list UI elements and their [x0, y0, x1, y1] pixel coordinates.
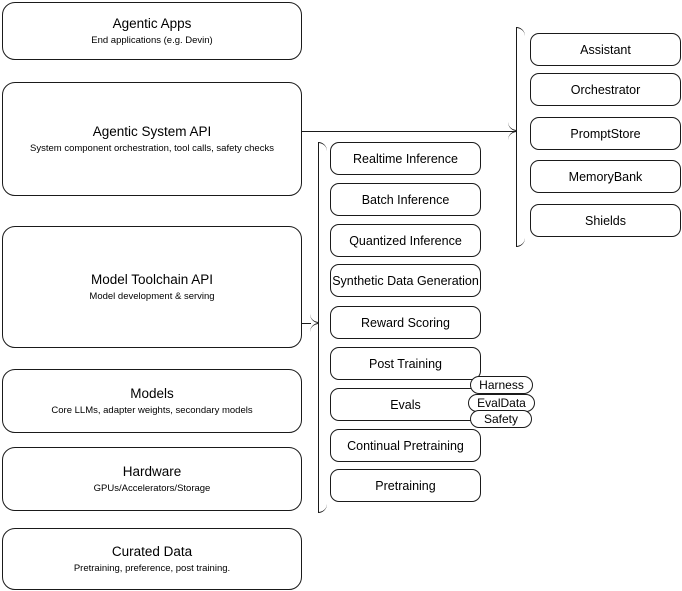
toolchain-reward-scoring[interactable]: Reward Scoring [330, 306, 481, 339]
component-label: Assistant [580, 42, 631, 57]
toolchain-label: Post Training [369, 356, 442, 371]
layer-title: Curated Data [111, 543, 193, 559]
layer-hardware[interactable]: Hardware GPUs/Accelerators/Storage [2, 447, 302, 511]
component-orchestrator[interactable]: Orchestrator [530, 73, 681, 106]
toolchain-label: Quantized Inference [349, 233, 462, 248]
toolchain-label: Reward Scoring [361, 315, 450, 330]
toolchain-continual-pretraining[interactable]: Continual Pretraining [330, 429, 481, 462]
layer-title: Hardware [122, 463, 182, 479]
component-label: PromptStore [570, 126, 641, 141]
toolchain-synthetic-data-generation[interactable]: Synthetic Data Generation [330, 264, 481, 297]
evals-subcomponent-label: Safety [483, 412, 519, 426]
evals-subcomponent-label: Harness [479, 378, 524, 392]
brace-cap-bottom [516, 238, 525, 247]
brace-nib-lower [310, 323, 319, 332]
layer-subtitle: GPUs/Accelerators/Storage [93, 482, 211, 494]
brace-cap-top [318, 142, 327, 151]
component-label: Orchestrator [570, 82, 641, 97]
brace-nib-upper [508, 122, 517, 131]
layer-subtitle: Model development & serving [89, 290, 215, 302]
toolchain-quantized-inference[interactable]: Quantized Inference [330, 224, 481, 257]
layer-subtitle: End applications (e.g. Devin) [91, 34, 213, 46]
toolchain-label: Continual Pretraining [347, 438, 464, 453]
layer-subtitle: Pretraining, preference, post training. [73, 562, 231, 574]
brace-nib-upper [310, 314, 319, 323]
brace-system-components [508, 27, 526, 247]
toolchain-label: Batch Inference [361, 192, 450, 207]
toolchain-label: Synthetic Data Generation [332, 273, 479, 288]
layer-models[interactable]: Models Core LLMs, adapter weights, secon… [2, 369, 302, 433]
brace-toolchain-components [310, 142, 328, 513]
toolchain-post-training[interactable]: Post Training [330, 347, 481, 380]
component-label: MemoryBank [568, 169, 643, 184]
brace-cap-bottom [318, 504, 327, 513]
layer-title: Agentic Apps [112, 15, 192, 31]
toolchain-pretraining[interactable]: Pretraining [330, 469, 481, 502]
toolchain-label: Realtime Inference [353, 151, 458, 166]
layer-agentic-system-api[interactable]: Agentic System API System component orch… [2, 82, 302, 196]
toolchain-label: Pretraining [375, 478, 436, 493]
component-memorybank[interactable]: MemoryBank [530, 160, 681, 193]
layer-subtitle: System component orchestration, tool cal… [30, 142, 274, 154]
component-shields[interactable]: Shields [530, 204, 681, 237]
toolchain-batch-inference[interactable]: Batch Inference [330, 183, 481, 216]
connector-agentic-system-api-to-components [302, 131, 516, 132]
evals-subcomponent-harness[interactable]: Harness [470, 376, 533, 394]
component-promptstore[interactable]: PromptStore [530, 117, 681, 150]
layer-title: Agentic System API [92, 123, 212, 139]
brace-nib-lower [508, 131, 517, 140]
layer-subtitle: Core LLMs, adapter weights, secondary mo… [51, 404, 253, 416]
layer-model-toolchain-api[interactable]: Model Toolchain API Model development & … [2, 226, 302, 348]
toolchain-label: Evals [390, 397, 421, 412]
connector-model-toolchain-api-to-components [302, 323, 311, 324]
evals-subcomponent-label: EvalData [477, 396, 526, 410]
component-label: Shields [585, 213, 626, 228]
layer-title: Model Toolchain API [90, 271, 214, 287]
toolchain-realtime-inference[interactable]: Realtime Inference [330, 142, 481, 175]
layer-curated-data[interactable]: Curated Data Pretraining, preference, po… [2, 528, 302, 590]
evals-subcomponent-safety[interactable]: Safety [470, 410, 532, 428]
toolchain-evals[interactable]: Evals [330, 388, 481, 421]
layer-title: Models [130, 385, 174, 401]
layer-agentic-apps[interactable]: Agentic Apps End applications (e.g. Devi… [2, 2, 302, 60]
brace-cap-top [516, 27, 525, 36]
component-assistant[interactable]: Assistant [530, 33, 681, 66]
